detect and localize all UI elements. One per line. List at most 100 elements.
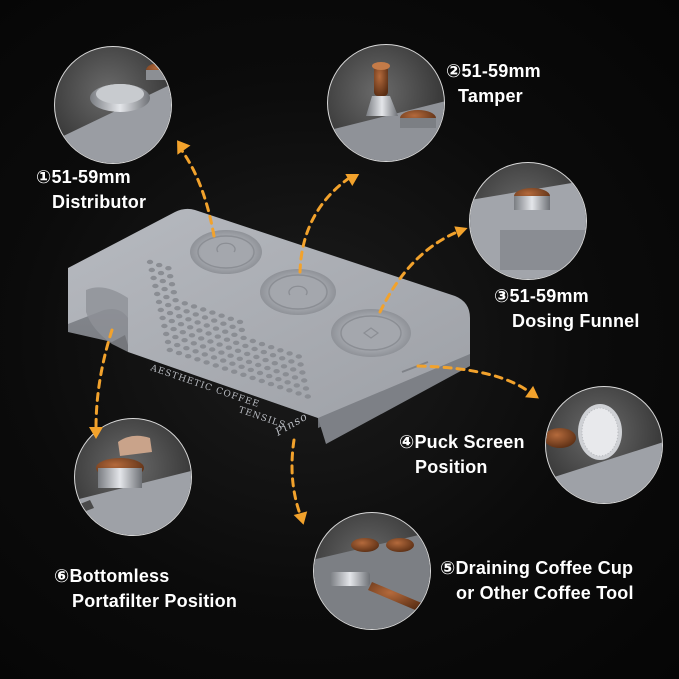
- tamper-well: [260, 269, 336, 315]
- drain-nub: [297, 362, 304, 367]
- drain-nub: [262, 357, 269, 363]
- drain-nub: [183, 309, 190, 314]
- dosing-funnel-photo: [469, 162, 587, 280]
- drain-nub: [166, 310, 174, 316]
- drain-nub: [181, 301, 188, 306]
- drain-nub: [222, 329, 229, 334]
- drain-nub: [266, 373, 273, 379]
- drain-nub: [220, 321, 227, 326]
- drain-nub: [277, 385, 284, 390]
- drain-nub: [209, 310, 216, 315]
- drain-nub: [218, 350, 225, 355]
- drain-nub: [258, 341, 266, 347]
- drain-nub: [249, 338, 256, 344]
- drain-nub: [187, 325, 194, 330]
- drain-nub: [286, 388, 293, 393]
- portafilter-label-line1: ⑥Bottomless: [54, 566, 170, 586]
- drain-nub: [210, 355, 218, 360]
- drain-nub: [176, 314, 183, 319]
- drain-nub-grid: [146, 259, 311, 399]
- drain-nub: [212, 326, 220, 331]
- dosing-funnel-label-line2: Dosing Funnel: [512, 311, 640, 331]
- drain-nub: [284, 380, 291, 385]
- drain-nub: [258, 378, 265, 384]
- puck-screen-label: ④Puck Screen Position: [399, 430, 525, 480]
- drain-nub: [231, 332, 238, 337]
- drain-nub: [201, 315, 209, 320]
- drain-nub: [302, 386, 310, 391]
- callout-arrows: [94, 146, 534, 516]
- drain-nub: [198, 336, 205, 341]
- drain-nub: [201, 352, 208, 357]
- drain-nub: [211, 318, 218, 323]
- drain-nub: [200, 307, 207, 312]
- drain-nub: [205, 331, 212, 336]
- drain-nub: [199, 344, 207, 349]
- drain-nub: [231, 369, 238, 374]
- drain-nub: [157, 307, 164, 313]
- drain-nub: [229, 324, 236, 329]
- drain-nub: [163, 294, 170, 300]
- dosing-funnel-label-line1: ③51-59mm: [494, 286, 589, 306]
- drain-nub: [229, 361, 236, 366]
- drain-nub: [172, 298, 179, 303]
- arrow-distributor: [178, 146, 216, 238]
- drain-nub: [159, 278, 166, 284]
- drain-nub: [190, 341, 197, 346]
- tamper-label: ②51-59mm Tamper: [446, 59, 541, 109]
- drain-nub: [174, 306, 181, 311]
- drain-nub: [170, 290, 177, 295]
- drain-nub: [269, 353, 277, 358]
- drain-nub: [196, 328, 203, 333]
- drain-nub: [157, 270, 165, 276]
- drain-nub: [225, 345, 232, 350]
- drain-nub: [161, 323, 168, 329]
- drain-nub: [163, 331, 170, 337]
- distributor-well: [190, 230, 262, 274]
- drain-nub: [183, 346, 190, 351]
- drain-nub: [174, 342, 181, 348]
- arrow-funnel: [378, 228, 464, 314]
- puck-screen-photo: [545, 386, 663, 504]
- drain-nub: [271, 361, 278, 366]
- draining-photo: [313, 512, 431, 630]
- drain-nub: [165, 302, 172, 308]
- arrow-puck-screen: [416, 364, 534, 396]
- drain-nub: [209, 347, 216, 352]
- drain-nub: [233, 340, 240, 345]
- draining-label-line2: or Other Coffee Tool: [456, 583, 634, 603]
- drain-nub: [286, 351, 293, 356]
- drain-nub: [166, 347, 173, 353]
- drain-nub: [194, 320, 201, 325]
- drain-nub: [165, 266, 172, 271]
- tamper-label-line1: ②51-59mm: [446, 61, 541, 81]
- draining-label-line1: ⑤Draining Coffee Cup: [440, 558, 634, 578]
- drain-nub: [161, 286, 168, 292]
- puck-screen-label-line1: ④Puck Screen: [399, 432, 525, 452]
- drain-nub: [277, 348, 284, 353]
- distributor-label: ①51-59mm Distributor: [36, 165, 146, 215]
- drain-nub: [203, 323, 210, 328]
- drain-nub: [295, 354, 302, 359]
- drain-nub: [152, 283, 159, 289]
- drain-nub: [168, 282, 176, 287]
- arrow-tamper: [298, 174, 354, 274]
- distributor-label-line2: Distributor: [52, 192, 147, 212]
- drain-nub: [207, 339, 214, 344]
- drain-nub: [185, 354, 192, 359]
- portafilter-label-line2: Portafilter Position: [72, 591, 238, 611]
- drain-nub: [227, 316, 234, 321]
- drain-nub: [214, 334, 221, 339]
- drain-nub: [295, 391, 302, 396]
- drain-nub: [240, 372, 247, 377]
- drain-nub: [227, 353, 234, 358]
- drain-nub: [240, 335, 247, 341]
- drain-nub: [234, 348, 242, 353]
- drain-nub: [275, 377, 282, 382]
- drain-nub: [238, 327, 245, 333]
- drain-nub: [291, 375, 299, 380]
- tamper-label-line2: Tamper: [458, 86, 523, 106]
- drain-nub: [268, 345, 275, 350]
- drain-nub: [156, 262, 163, 268]
- drain-nub: [192, 312, 199, 317]
